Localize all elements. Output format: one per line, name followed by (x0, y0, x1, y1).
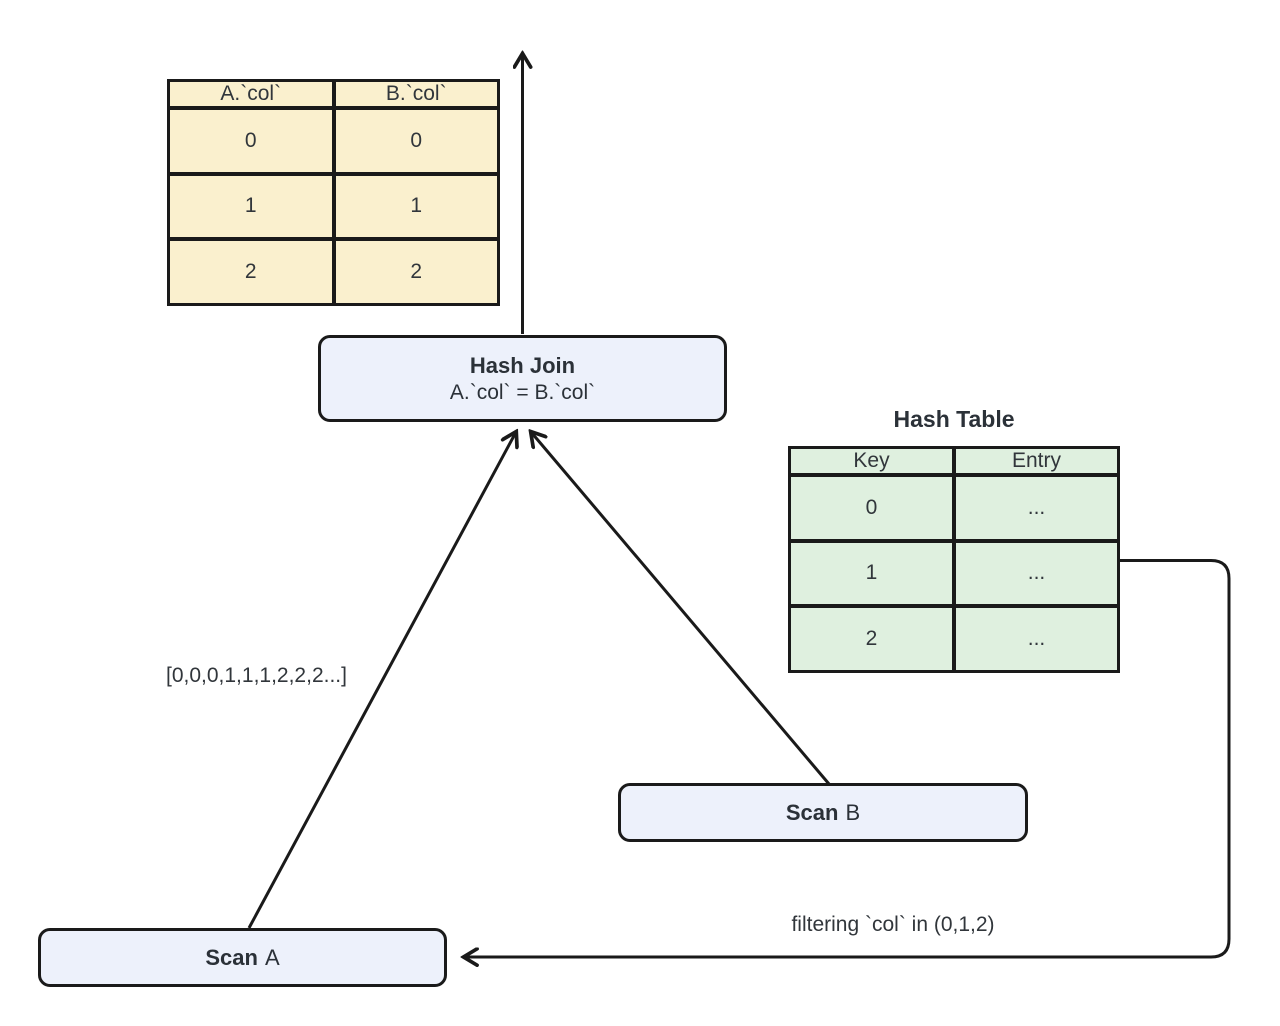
scan-a-target-label: A (264, 944, 280, 970)
hash-join-node: Hash Join A.`col` = B.`col` (318, 335, 727, 422)
table-row: 1 1 (168, 173, 499, 240)
table-row: 0 0 (168, 108, 499, 174)
result-cell: 0 (333, 108, 499, 174)
result-cell: 2 (333, 239, 499, 305)
probe-values-label: [0,0,0,1,1,1,2,2,2...] (166, 664, 347, 687)
hash-table-cell: 0 (789, 475, 954, 541)
hash-join-title: Hash Join (469, 352, 576, 378)
filter-pushdown-label: filtering `col` in (0,1,2) (791, 913, 995, 936)
table-row: 0 ... (789, 475, 1119, 541)
hash-table: Key Entry 0 ... 1 ... 2 ... (788, 446, 1120, 673)
result-cell: 1 (168, 173, 334, 240)
hash-table-cell: 1 (789, 540, 954, 607)
hash-table-title: Hash Table (893, 406, 1015, 432)
hash-join-condition: A.`col` = B.`col` (449, 380, 596, 404)
scan-b-node: Scan B (618, 783, 1028, 842)
hash-table-cell: ... (954, 475, 1119, 541)
scan-b-target-label: B (845, 799, 861, 825)
result-cell: 2 (168, 239, 334, 305)
hash-table-cell: ... (954, 540, 1119, 607)
hash-table-cell: 2 (789, 606, 954, 672)
join-result-table: A.`col` B.`col` 0 0 1 1 2 2 (167, 79, 500, 306)
hash-table-header-entry: Entry (954, 447, 1119, 475)
edge-scan-b-to-hashjoin (531, 432, 831, 785)
hash-table-cell: ... (954, 606, 1119, 672)
scan-a-op-label: Scan (205, 944, 258, 970)
result-header-b-col: B.`col` (333, 80, 499, 108)
table-row: 1 ... (789, 540, 1119, 607)
result-cell: 0 (168, 108, 334, 174)
edge-scan-a-to-hashjoin (247, 432, 516, 929)
edge-hashtable-to-scan-a (464, 559, 1231, 958)
result-header-a-col: A.`col` (168, 80, 334, 108)
hash-table-header-key: Key (789, 447, 954, 475)
result-cell: 1 (333, 173, 499, 240)
table-row: 2 2 (168, 239, 499, 305)
scan-b-op-label: Scan (785, 799, 839, 825)
table-row: A.`col` B.`col` (168, 80, 499, 108)
scan-a-node: Scan A (38, 928, 447, 987)
table-row: 2 ... (789, 606, 1119, 672)
table-row: Key Entry (789, 447, 1119, 475)
